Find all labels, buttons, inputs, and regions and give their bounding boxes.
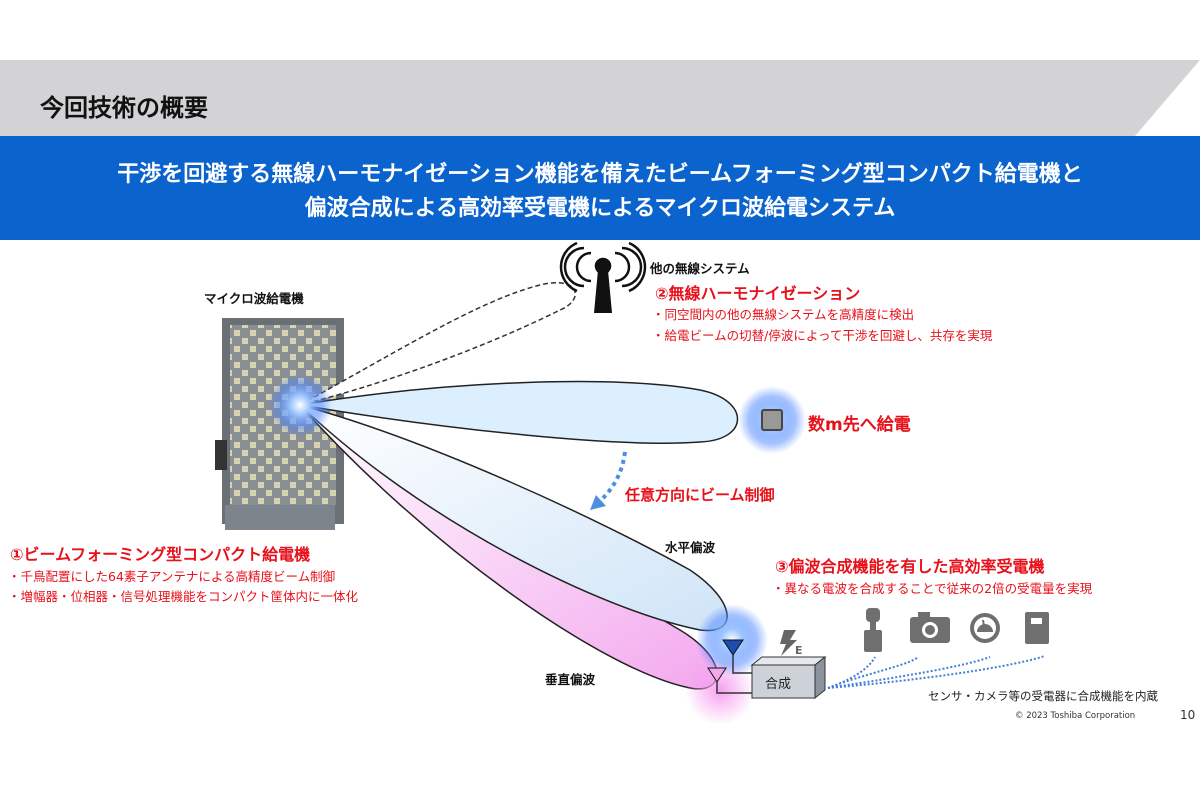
header-band: [0, 60, 1200, 136]
energy-icon: [780, 630, 797, 656]
feature3-title: ③偏波合成機能を有した高効率受電機: [775, 557, 1045, 576]
feed-distance-label: 数m先へ給電: [808, 415, 911, 435]
beam-control-label: 任意方向にビーム制御: [625, 486, 775, 504]
camera-icon: [910, 612, 950, 643]
energy-icon-letter: E: [795, 644, 803, 657]
gauge-icon: [970, 613, 1000, 643]
other-system-label: 他の無線システム: [650, 261, 750, 276]
power-delivery-arrows: [827, 655, 1046, 689]
gimbal-camera-icon: [864, 608, 882, 652]
feature1-bullet-2: ・増幅器・位相器・信号処理機能をコンパクト筐体内に一体化: [8, 589, 359, 604]
feature2-title: ②無線ハーモナイゼーション: [655, 284, 861, 303]
combiner-label: 合成: [765, 677, 792, 692]
feature3-bullet-1: ・異なる電波を合成することで従来の2倍の受電量を実現: [772, 581, 1093, 596]
page-title: 今回技術の概要: [40, 94, 208, 122]
feature2-bullet-2: ・給電ビームの切替/停波によって干渉を回避し、共存を実現: [652, 328, 993, 343]
page-number: 10: [1180, 708, 1196, 722]
feature1-bullet-1: ・千鳥配置にした64素子アンテナによる高精度ビーム制御: [8, 569, 336, 584]
beam-control-arrow: [596, 451, 627, 505]
subtitle-line-1: 干渉を回避する無線ハーモナイゼーション機能を備えたビームフォーミング型コンパクト…: [117, 162, 1083, 187]
radio-tower-icon: [559, 241, 647, 313]
main-beam: [299, 380, 739, 444]
copyright: © 2023 Toshiba Corporation: [1015, 711, 1136, 721]
receiver-antennas: [707, 639, 752, 694]
devices-note: センサ・カメラ等の受電器に合成機能を内蔵: [928, 689, 1158, 703]
feature1-title: ①ビームフォーミング型コンパクト給電機: [10, 545, 311, 564]
header-band-cut: [1135, 60, 1200, 136]
horizontal-polarization-label: 水平偏波: [665, 540, 716, 555]
subtitle-band: [0, 136, 1200, 240]
chip-icon: [761, 409, 783, 431]
transmitter-glow: [268, 373, 332, 437]
device-icons: [864, 608, 1049, 652]
combiner-box: [750, 655, 827, 700]
meter-icon: [1025, 612, 1049, 644]
vertical-polarization-label: 垂直偏波: [545, 672, 596, 687]
subtitle-line-2: 偏波合成による高効率受電機によるマイクロ波給電システム: [304, 196, 896, 221]
feature2-bullet-1: ・同空間内の他の無線システムを高精度に検出: [652, 307, 915, 322]
transmitter-label: マイクロ波給電機: [204, 291, 304, 306]
